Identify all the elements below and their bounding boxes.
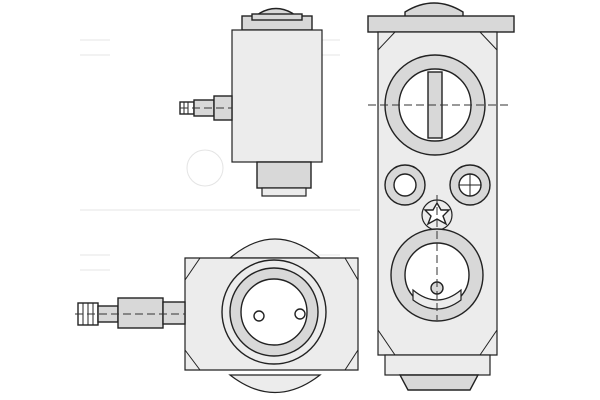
front-view	[75, 238, 359, 393]
front-bottom-arc	[228, 374, 322, 393]
front-pin-left	[253, 310, 265, 322]
side-top-flange	[367, 15, 515, 33]
side-bottom-nut	[384, 354, 491, 376]
front-port-inner	[240, 278, 308, 346]
side-bottom-cap	[398, 374, 480, 391]
front-pin-right	[294, 308, 306, 320]
top-view	[179, 7, 323, 197]
side-view	[367, 2, 515, 391]
bottom-nut-lip	[261, 187, 307, 197]
bottom-nut	[256, 161, 312, 189]
front-top-arc	[228, 238, 322, 259]
valve-body-top-view	[231, 29, 323, 163]
left-small-port	[393, 173, 417, 197]
front-outer-ring	[221, 259, 327, 365]
connector-base	[162, 301, 186, 325]
connector-body	[117, 297, 164, 329]
top-flange-ring	[251, 13, 303, 21]
lower-port-insert	[412, 288, 462, 310]
